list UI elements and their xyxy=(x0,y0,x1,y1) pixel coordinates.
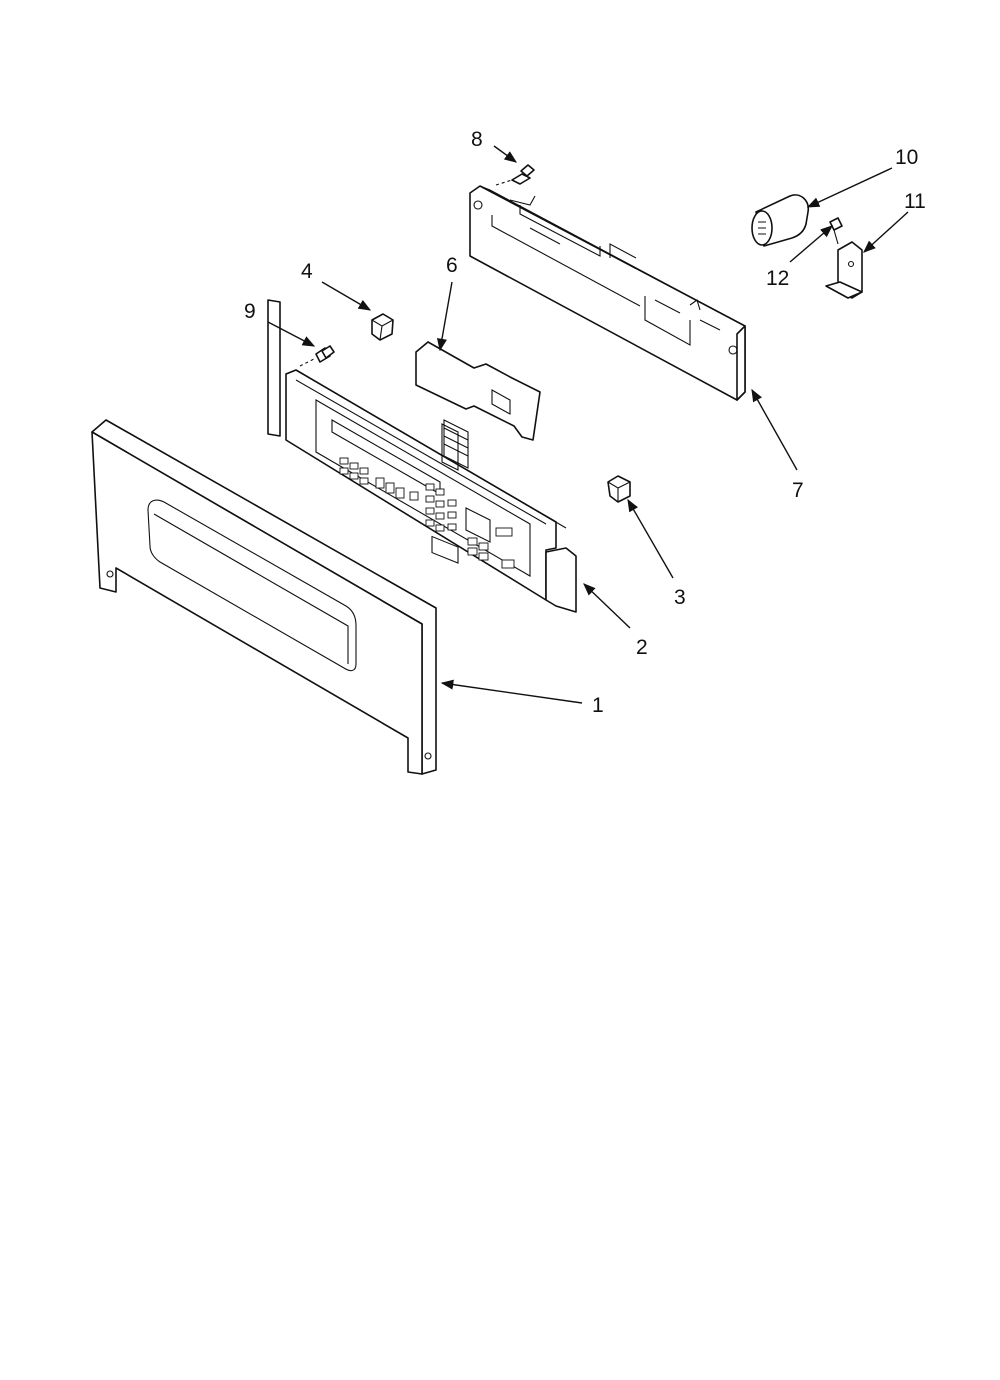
leader-line-4 xyxy=(321,281,372,311)
leader-line-11 xyxy=(863,211,909,253)
callout-4: 4 xyxy=(301,260,313,283)
callout-10: 10 xyxy=(895,146,918,169)
part-10-relay xyxy=(751,194,810,247)
callout-12: 12 xyxy=(766,267,789,290)
part-3-spacer xyxy=(607,475,631,503)
callout-11: 11 xyxy=(904,190,926,213)
callout-labels: 1 2 3 4 6 7 8 9 10 11 12 xyxy=(244,128,926,717)
leader-line-10 xyxy=(806,167,893,208)
leader-line-9 xyxy=(267,321,316,347)
callout-1: 1 xyxy=(592,694,604,717)
callout-9: 9 xyxy=(244,300,256,323)
leader-line-8 xyxy=(493,145,518,163)
leader-line-2 xyxy=(583,583,631,629)
leader-line-7 xyxy=(751,388,798,471)
part-4-spacer xyxy=(371,313,394,341)
callout-6: 6 xyxy=(446,254,458,277)
part-2-control-console xyxy=(267,299,577,613)
callout-3: 3 xyxy=(674,586,686,609)
callout-8: 8 xyxy=(471,128,483,151)
part-6-circuit-board xyxy=(415,341,541,564)
part-11-bracket xyxy=(825,241,863,299)
part-1-front-trim xyxy=(91,419,437,775)
callout-7: 7 xyxy=(792,479,804,502)
leader-line-3 xyxy=(627,498,674,579)
part-7-control-housing xyxy=(469,185,746,401)
part-12-screw xyxy=(829,217,843,245)
part-9-screw xyxy=(299,345,335,367)
leader-lines xyxy=(267,145,909,704)
leader-line-6 xyxy=(437,281,453,352)
part-8-screw xyxy=(495,164,535,186)
leader-line-1 xyxy=(440,679,583,704)
leader-line-12 xyxy=(789,225,833,263)
callout-2: 2 xyxy=(636,636,648,659)
